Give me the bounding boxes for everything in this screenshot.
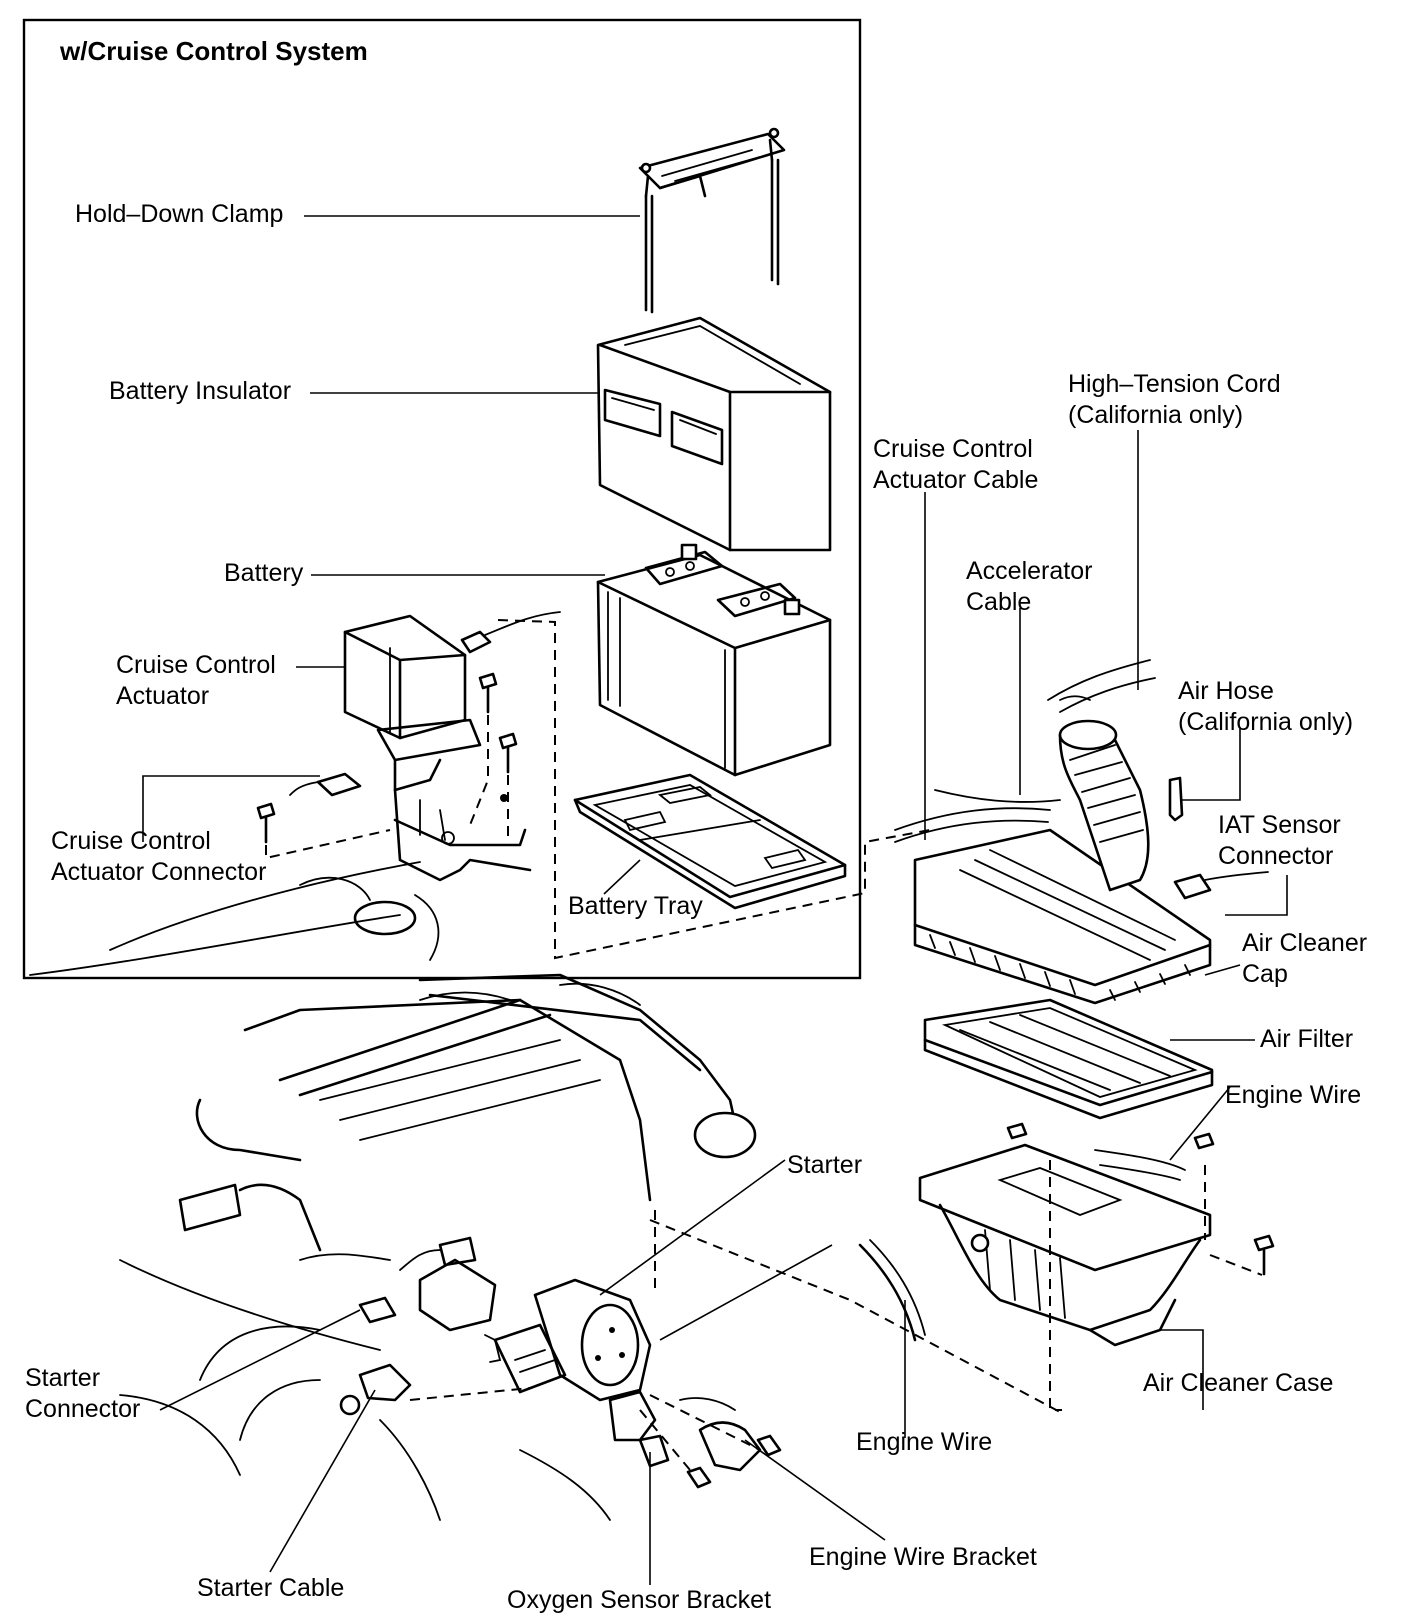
leader-lines <box>142 215 1288 1585</box>
label-cruise-control-actuator-cable: Cruise Control Actuator Cable <box>873 435 1039 494</box>
label-starter-connector: Starter Connector <box>25 1364 141 1423</box>
starter-connector-drawing <box>358 1236 497 1332</box>
label-accelerator-cable: Accelerator Cable <box>966 557 1093 616</box>
label-starter-cable: Starter Cable <box>197 1574 345 1602</box>
label-iat-sensor-connector: IAT Sensor Connector <box>1218 811 1341 870</box>
inset-title: w/Cruise Control System <box>60 36 368 66</box>
label-air-hose: Air Hose (California only) <box>1178 677 1354 736</box>
engine-block-drawing <box>119 973 757 1441</box>
label-engine-wire-upper: Engine Wire <box>1225 1081 1362 1109</box>
actuator-bolts <box>256 672 518 844</box>
air-filter-drawing <box>923 998 1214 1120</box>
label-air-cleaner-cap: Air Cleaner Cap <box>1242 929 1368 988</box>
label-air-cleaner-case: Air Cleaner Case <box>1143 1369 1334 1397</box>
air-cleaner-case-drawing <box>918 1122 1275 1347</box>
label-high-tension-cord: High–Tension Cord (California only) <box>1068 370 1281 429</box>
label-cruise-control-actuator: Cruise Control Actuator <box>116 651 276 710</box>
label-battery: Battery <box>224 559 304 587</box>
air-cleaner-cap-drawing <box>913 828 1212 1005</box>
starter-drawing <box>484 1278 652 1402</box>
hold-down-clamp-drawing <box>638 127 786 314</box>
battery-insulator-drawing <box>596 316 832 552</box>
label-oxygen-sensor-bracket: Oxygen Sensor Bracket <box>507 1586 772 1614</box>
cruise-control-actuator-drawing <box>289 611 561 882</box>
battery-tray-drawing <box>573 773 847 910</box>
battery-drawing <box>596 543 832 777</box>
label-engine-wire-bracket: Engine Wire Bracket <box>809 1543 1037 1571</box>
label-starter: Starter <box>787 1151 863 1179</box>
label-cruise-control-actuator-connector: Cruise Control Actuator Connector <box>51 827 267 886</box>
air-hose-drawing <box>1047 659 1156 892</box>
label-hold-down-clamp: Hold–Down Clamp <box>75 200 284 228</box>
label-battery-insulator: Battery Insulator <box>109 377 292 405</box>
label-battery-tray: Battery Tray <box>568 892 703 920</box>
label-engine-wire-lower: Engine Wire <box>856 1428 993 1456</box>
iat-connector-drawing <box>1168 776 1269 900</box>
label-air-filter: Air Filter <box>1260 1025 1354 1053</box>
starter-cable-drawing <box>339 1363 782 1489</box>
